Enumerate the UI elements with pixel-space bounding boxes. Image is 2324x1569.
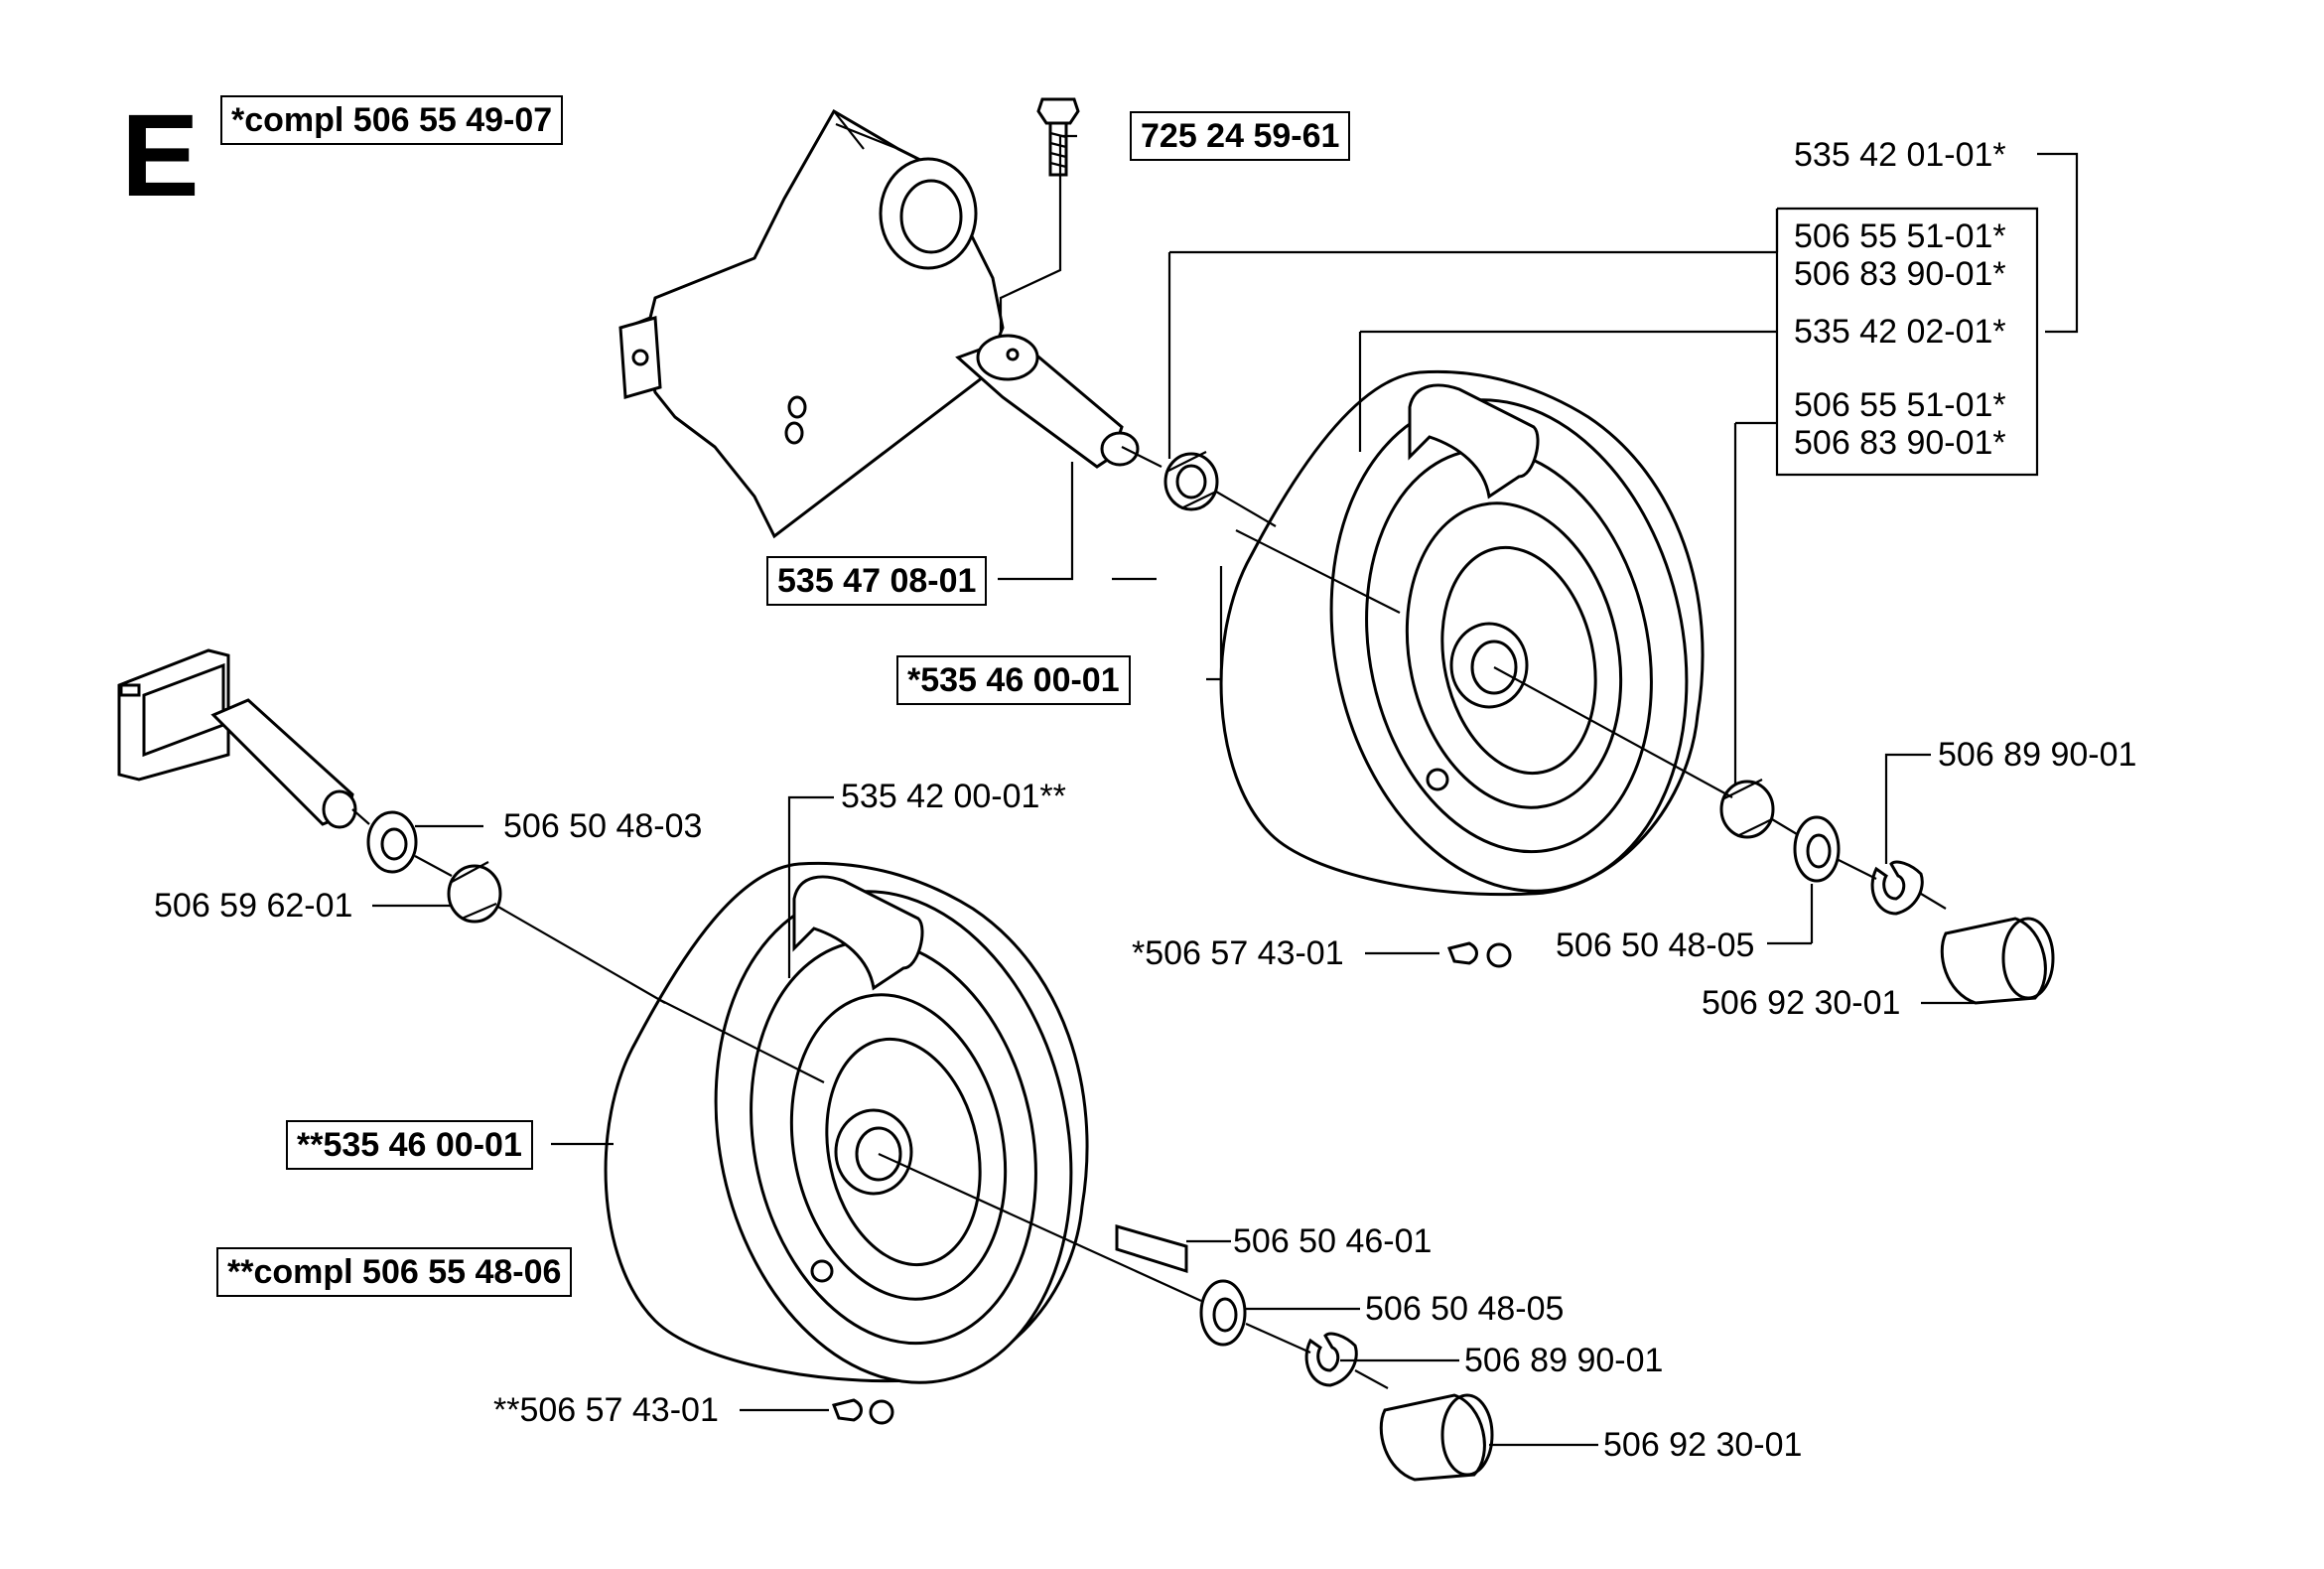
clip-lower-icon <box>1304 1332 1358 1387</box>
bearing-upper-icon <box>1163 451 1219 511</box>
key-icon <box>1115 1224 1188 1274</box>
label-washer-upper: 506 50 48-05 <box>1556 927 1755 964</box>
label-valve-upper: *506 57 43-01 <box>1132 934 1344 972</box>
washer-lower-left-icon <box>366 810 418 874</box>
leader-lines <box>372 134 2079 1447</box>
label-clip-upper: 506 89 90-01 <box>1938 736 2137 774</box>
label-tyre-lower: 535 42 00-01** <box>841 778 1066 815</box>
section-letter: E <box>121 90 200 221</box>
cap-lower-icon <box>1379 1393 1494 1482</box>
label-valve-lower: **506 57 43-01 <box>493 1391 719 1429</box>
label-bearing-b1: 506 55 51-01* <box>1794 386 2006 424</box>
axle-lower <box>117 648 357 829</box>
label-bolt: 725 24 59-61 <box>1130 111 1351 161</box>
label-bushing-lower-left: 506 59 62-01 <box>154 887 353 925</box>
label-washer-lower: 506 50 48-05 <box>1365 1290 1565 1328</box>
label-compl-lower: **compl 506 55 48-06 <box>216 1247 573 1297</box>
bracket-assembly <box>618 108 1005 539</box>
cap-right-icon <box>1940 917 2055 1005</box>
washer-lower-icon <box>1199 1279 1247 1347</box>
valve-upper-icon <box>1446 941 1512 968</box>
wheel-upper <box>1219 369 1705 897</box>
axle-upper <box>955 334 1140 469</box>
label-tyre-pair: 535 42 01-01* <box>1794 136 2006 174</box>
label-wheel-lower: **535 46 00-01 <box>286 1120 533 1170</box>
label-key-lower: 506 50 46-01 <box>1233 1222 1433 1260</box>
label-bearing-b2: 506 83 90-01* <box>1794 424 2006 462</box>
label-bearing-a1: 506 55 51-01* <box>1794 217 2006 255</box>
label-cap-lower: 506 92 30-01 <box>1603 1426 1803 1464</box>
label-clip-lower: 506 89 90-01 <box>1464 1342 1664 1379</box>
clip-right-icon <box>1870 860 1924 916</box>
label-axle-upper: 535 47 08-01 <box>766 556 988 606</box>
bushing-lower-left-icon <box>447 861 502 924</box>
label-washer-lower-left: 506 50 48-03 <box>503 807 703 845</box>
wheel-lower <box>604 861 1089 1384</box>
bolt-icon <box>1036 97 1080 177</box>
label-cap-upper: 506 92 30-01 <box>1702 984 1901 1022</box>
label-bearing-a2: 506 83 90-01* <box>1794 255 2006 293</box>
label-compl-upper: *compl 506 55 49-07 <box>220 95 564 145</box>
valve-lower-icon <box>831 1398 894 1425</box>
label-tyre-upper: 535 42 02-01* <box>1794 313 2006 351</box>
label-wheel-upper: *535 46 00-01 <box>896 655 1131 705</box>
bearing-right-icon <box>1719 779 1775 839</box>
washer-right-icon <box>1793 815 1841 883</box>
